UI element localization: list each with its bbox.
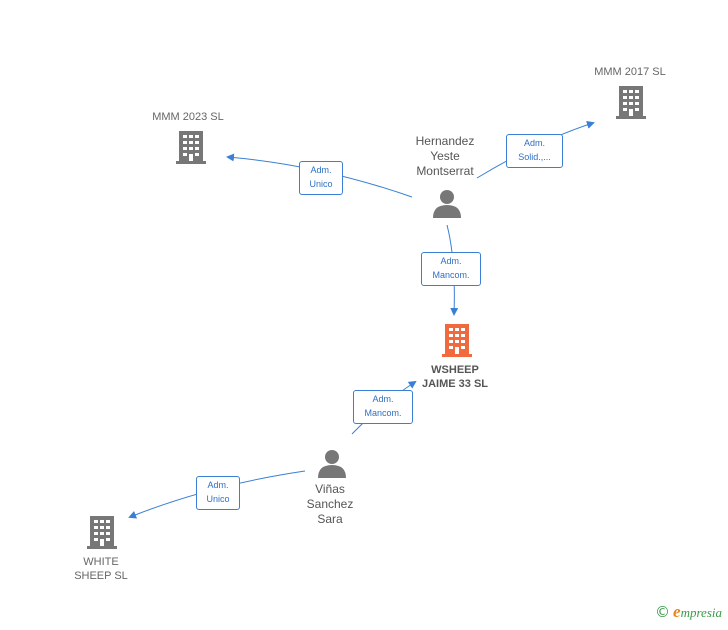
person-name-hernandez-line2: Yeste xyxy=(430,149,460,163)
edge-label-line2: Solid.,... xyxy=(518,152,551,162)
person-icon[interactable] xyxy=(317,448,347,478)
building-icon[interactable] xyxy=(615,85,647,119)
person-name-vinas: Viñas Sanchez Sara xyxy=(290,482,370,527)
copyright-icon: © xyxy=(655,603,671,621)
building-icon[interactable] xyxy=(441,323,473,357)
edge-label-line1: Adm. xyxy=(310,165,332,175)
company-name-mmm2017-line1: MMM 2017 SL xyxy=(594,66,666,78)
company-name-mmm2023: MMM 2023 SL xyxy=(140,110,236,124)
person-name-vinas-line1: Viñas xyxy=(315,482,345,496)
building-icon[interactable] xyxy=(86,515,118,549)
person-name-vinas-line3: Sara xyxy=(317,512,343,526)
edge-label-hernandez-wsheep[interactable]: Adm. Mancom. xyxy=(421,252,481,286)
company-name-whitesheep: WHITE SHEEP SL xyxy=(55,555,147,583)
edge-label-line1: Adm. xyxy=(207,480,229,490)
building-icon[interactable] xyxy=(175,130,207,164)
company-name-whitesheep-line2: SHEEP SL xyxy=(74,570,128,582)
edge-label-line1: Adm. xyxy=(372,394,394,404)
person-name-hernandez: Hernandez Yeste Montserrat xyxy=(400,134,490,179)
edge-label-line2: Unico xyxy=(309,179,333,189)
edge-label-vinas-wsheep[interactable]: Adm. Mancom. xyxy=(353,390,413,424)
company-name-mmm2023-line1: MMM 2023 SL xyxy=(152,111,224,123)
person-icon[interactable] xyxy=(432,188,462,218)
edge-label-line2: Mancom. xyxy=(432,270,470,280)
person-name-hernandez-line3: Montserrat xyxy=(416,164,474,178)
edge-label-line2: Mancom. xyxy=(364,408,402,418)
edge-label-line2: Unico xyxy=(206,494,230,504)
company-name-whitesheep-line1: WHITE xyxy=(83,556,119,568)
company-name-wsheep: WSHEEP JAIME 33 SL xyxy=(405,363,505,391)
edge-label-line1: Adm. xyxy=(523,138,545,148)
company-name-mmm2017: MMM 2017 SL xyxy=(582,65,678,79)
person-name-vinas-line2: Sanchez xyxy=(306,497,354,511)
brand-first-letter: e xyxy=(673,602,681,621)
edge-label-hernandez-mmm2017[interactable]: Adm. Solid.,... xyxy=(506,134,563,168)
company-name-wsheep-line2: JAIME 33 SL xyxy=(421,378,489,390)
empresia-logo: ©empresia xyxy=(655,602,722,622)
brand-name-rest: mpresia xyxy=(680,605,722,620)
company-name-wsheep-line1: WSHEEP xyxy=(431,364,479,376)
edge-label-hernandez-mmm2023[interactable]: Adm. Unico xyxy=(299,161,343,195)
edge-label-vinas-whitesheep[interactable]: Adm. Unico xyxy=(196,476,240,510)
edge-label-line1: Adm. xyxy=(440,256,462,266)
person-name-hernandez-line1: Hernandez xyxy=(415,134,475,148)
